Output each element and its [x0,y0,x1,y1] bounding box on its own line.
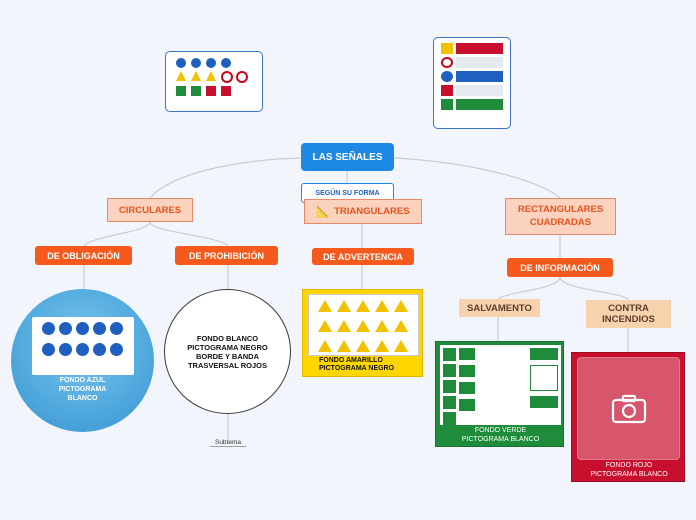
safety-icon [176,86,186,96]
incendios-note-box[interactable]: FONDO ROJO PICTOGRAMA BLANCO [571,352,685,482]
signs-thumbnail-top-right[interactable] [433,37,511,129]
branch-rectangulares[interactable]: RECTANGULARES CUADRADAS [505,198,616,235]
fire-icon [206,86,216,96]
safety-icon [191,86,201,96]
advertencia-note-box[interactable]: FONDO AMARILLO PICTOGRAMA NEGRO [302,289,423,377]
info-incendios[interactable]: CONTRA INCENDIOS [586,300,671,328]
prohibicion-note-circle[interactable]: FONDO BLANCO PICTOGRAMA NEGRO BORDE Y BA… [164,289,291,414]
warning-icon [176,71,186,81]
info-salvamento[interactable]: SALVAMENTO [459,299,540,317]
branch-triangulares[interactable]: 📐 TRIANGULARES [304,199,422,224]
obligation-icon [191,58,201,68]
sub-informacion[interactable]: DE INFORMACIÓN [507,258,613,277]
warning-icon [191,71,201,81]
incendios-note: FONDO ROJO PICTOGRAMA BLANCO [590,462,668,478]
camera-icon [611,394,646,423]
obligation-icon [206,58,216,68]
sub-advertencia[interactable]: DE ADVERTENCIA [312,248,414,265]
salvamento-note: FONDO VERDE PICTOGRAMA BLANCO [461,427,540,443]
fire-icon [221,86,231,96]
salvamento-note-box[interactable]: FONDO VERDE PICTOGRAMA BLANCO [435,341,564,447]
prohibition-icon [221,71,233,83]
obligation-icon [176,58,186,68]
advertencia-note: FONDO AMARILLO PICTOGRAMA NEGRO [319,357,395,373]
branch-circulares[interactable]: CIRCULARES [107,198,193,222]
safety-signs-image [440,345,561,425]
warning-icon [206,71,216,81]
obligation-signs-image [32,317,134,375]
sub-prohibicion[interactable]: DE PROHIBICIÓN [175,246,278,265]
obligacion-note-circle[interactable]: FONDO AZUL PICTOGRAMA BLANCO [11,289,154,432]
subtema-node[interactable]: Subtema [210,439,246,447]
obligation-icon [221,58,231,68]
prohibition-icon [236,71,248,83]
photo-placeholder[interactable] [577,357,680,460]
ruler-triangle-icon: 📐 [316,206,331,218]
signs-thumbnail-top-left[interactable] [165,51,263,112]
sub-obligacion[interactable]: DE OBLIGACIÓN [35,246,132,265]
prohibicion-note: FONDO BLANCO PICTOGRAMA NEGRO BORDE Y BA… [187,333,268,370]
obligacion-note: FONDO AZUL PICTOGRAMA BLANCO [58,377,107,402]
warning-signs-image [308,294,419,356]
root-node[interactable]: LAS SEÑALES [301,143,394,171]
